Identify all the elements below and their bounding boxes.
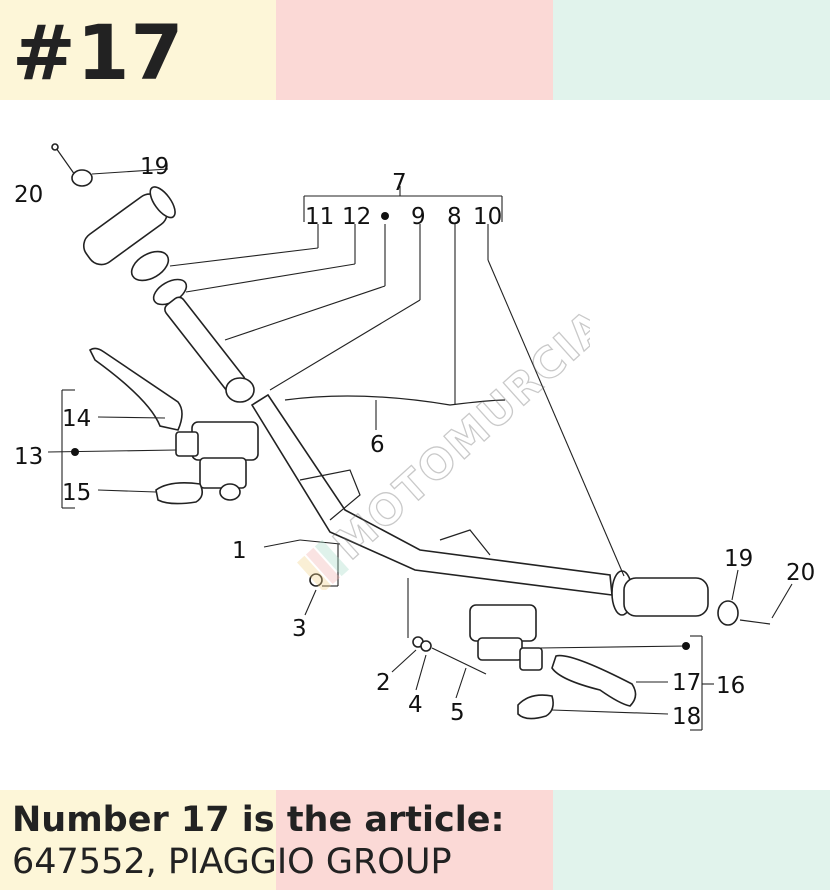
callout-3: 3 bbox=[292, 616, 307, 642]
right-master-cylinder bbox=[469, 604, 543, 671]
throttle-cable bbox=[284, 395, 506, 406]
right-grip bbox=[611, 570, 709, 617]
callout-5: 5 bbox=[450, 700, 465, 726]
mount-hardware bbox=[309, 573, 487, 675]
handlebar bbox=[250, 393, 613, 596]
callout-17: 17 bbox=[672, 670, 701, 696]
callout-18: 18 bbox=[672, 704, 701, 730]
callout-8: 8 bbox=[447, 204, 462, 230]
exploded-parts-diagram: 19 20 7 11 12 9 8 10 6 14 13 15 1 3 2 4 … bbox=[14, 143, 815, 731]
callout-1: 1 bbox=[232, 538, 247, 564]
callout-20-right: 20 bbox=[786, 560, 815, 586]
callout-12: 12 bbox=[342, 204, 371, 230]
left-grip bbox=[82, 186, 176, 266]
callout-16: 16 bbox=[716, 673, 745, 699]
callout-19-left: 19 bbox=[140, 154, 169, 180]
left-end-screw bbox=[51, 143, 76, 176]
dot-marker bbox=[682, 642, 690, 650]
right-end-cap bbox=[717, 600, 739, 626]
callout-10: 10 bbox=[473, 204, 502, 230]
callout-14: 14 bbox=[62, 406, 91, 432]
callout-15: 15 bbox=[62, 480, 91, 506]
leader-lines bbox=[47, 168, 793, 731]
article-number: 647552, PIAGGIO GROUP bbox=[12, 842, 452, 882]
throttle-collar bbox=[225, 377, 255, 403]
watermark-logo: MOTOMURCIA bbox=[297, 300, 590, 590]
dot-marker bbox=[381, 212, 389, 220]
watermark-text: MOTOMURCIA bbox=[324, 300, 590, 569]
callout-20-left: 20 bbox=[14, 182, 43, 208]
footer-band bbox=[0, 790, 830, 890]
callout-6: 6 bbox=[370, 432, 385, 458]
bracket-7 bbox=[303, 186, 503, 222]
left-clamp bbox=[155, 482, 204, 505]
callout-4: 4 bbox=[408, 692, 423, 718]
article-heading: Number 17 is the article: bbox=[12, 800, 505, 840]
right-end-screw bbox=[739, 619, 771, 625]
callout-19-right: 19 bbox=[724, 546, 753, 572]
right-clamp bbox=[517, 694, 554, 720]
callout-7: 7 bbox=[392, 170, 407, 196]
header-band bbox=[0, 0, 830, 100]
left-grip-flange bbox=[130, 250, 170, 282]
callout-9: 9 bbox=[411, 204, 426, 230]
callout-11: 11 bbox=[305, 204, 334, 230]
dot-marker bbox=[71, 448, 79, 456]
right-brake-lever bbox=[551, 654, 637, 707]
left-master-cylinder bbox=[175, 421, 259, 501]
part-number-heading: #17 bbox=[12, 8, 185, 97]
left-end-cap bbox=[71, 169, 93, 187]
left-brake-lever bbox=[88, 347, 183, 431]
callout-2: 2 bbox=[376, 670, 391, 696]
callout-13: 13 bbox=[14, 444, 43, 470]
